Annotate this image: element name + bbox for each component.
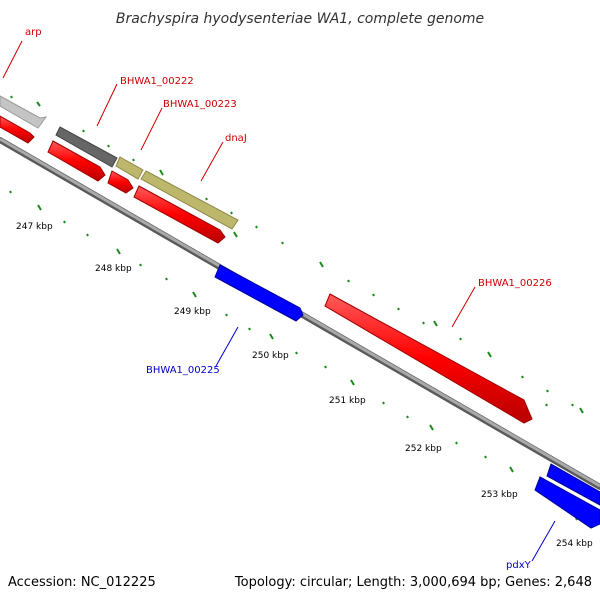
gene-label-bhwa1-00222[interactable]: BHWA1_00222 bbox=[120, 76, 194, 87]
kbp-label-251: 251 kbp bbox=[329, 396, 366, 406]
gene-labels: arp BHWA1_00222 BHWA1_00223 dnaJ BHWA1_0… bbox=[25, 27, 552, 571]
gene-arp-arrow[interactable] bbox=[0, 95, 48, 129]
gene-dnaj-arrow[interactable] bbox=[140, 170, 239, 230]
inner-tick-row bbox=[9, 190, 590, 521]
forward-strand-features bbox=[0, 95, 239, 230]
kbp-label-247: 247 kbp bbox=[16, 222, 53, 232]
kbp-label-250: 250 kbp bbox=[252, 351, 289, 361]
label-leaders bbox=[2, 40, 556, 562]
gene-label-dnaj[interactable]: dnaJ bbox=[225, 133, 247, 144]
kbp-label-254: 254 kbp bbox=[556, 539, 593, 549]
gene-label-bhwa1-00225[interactable]: BHWA1_00225 bbox=[146, 365, 220, 376]
kbp-label-253: 253 kbp bbox=[481, 490, 518, 500]
cds-arrow-1[interactable] bbox=[0, 115, 35, 144]
gene-bhwa1-00223-arrow[interactable] bbox=[115, 156, 144, 180]
gene-bhwa1-00226-arrow[interactable] bbox=[324, 293, 533, 424]
topology-text: Topology: circular; Length: 3,000,694 bp… bbox=[234, 575, 592, 590]
cds-arrow-2[interactable] bbox=[47, 140, 106, 182]
accession-text: Accession: NC_012225 bbox=[8, 575, 156, 590]
kbp-label-248: 248 kbp bbox=[95, 264, 132, 274]
gene-label-bhwa1-00226[interactable]: BHWA1_00226 bbox=[478, 278, 552, 289]
gene-label-bhwa1-00223[interactable]: BHWA1_00223 bbox=[163, 99, 237, 110]
reverse-strand-features bbox=[214, 264, 600, 529]
map-title: Brachyspira hyodysenteriae WA1, complete… bbox=[116, 11, 484, 27]
cds-arrow-4[interactable] bbox=[133, 185, 226, 244]
outer-tick-row bbox=[10, 95, 584, 414]
gene-label-arp[interactable]: arp bbox=[25, 27, 42, 38]
gene-label-pdxy[interactable]: pdxY bbox=[506, 560, 532, 571]
reverse-cds-arrow-a[interactable] bbox=[546, 463, 600, 506]
gene-bhwa1-00222-arrow[interactable] bbox=[55, 126, 118, 168]
cds-arrow-3[interactable] bbox=[107, 170, 134, 194]
kbp-label-249: 249 kbp bbox=[174, 307, 211, 317]
gene-bhwa1-00225-arrow[interactable] bbox=[214, 264, 304, 322]
cds-forward-row bbox=[0, 115, 533, 424]
gene-pdxy-arrow[interactable] bbox=[534, 476, 600, 529]
kbp-scale: 247 kbp 248 kbp 249 kbp 250 kbp 251 kbp … bbox=[16, 222, 593, 549]
kbp-label-252: 252 kbp bbox=[405, 444, 442, 454]
